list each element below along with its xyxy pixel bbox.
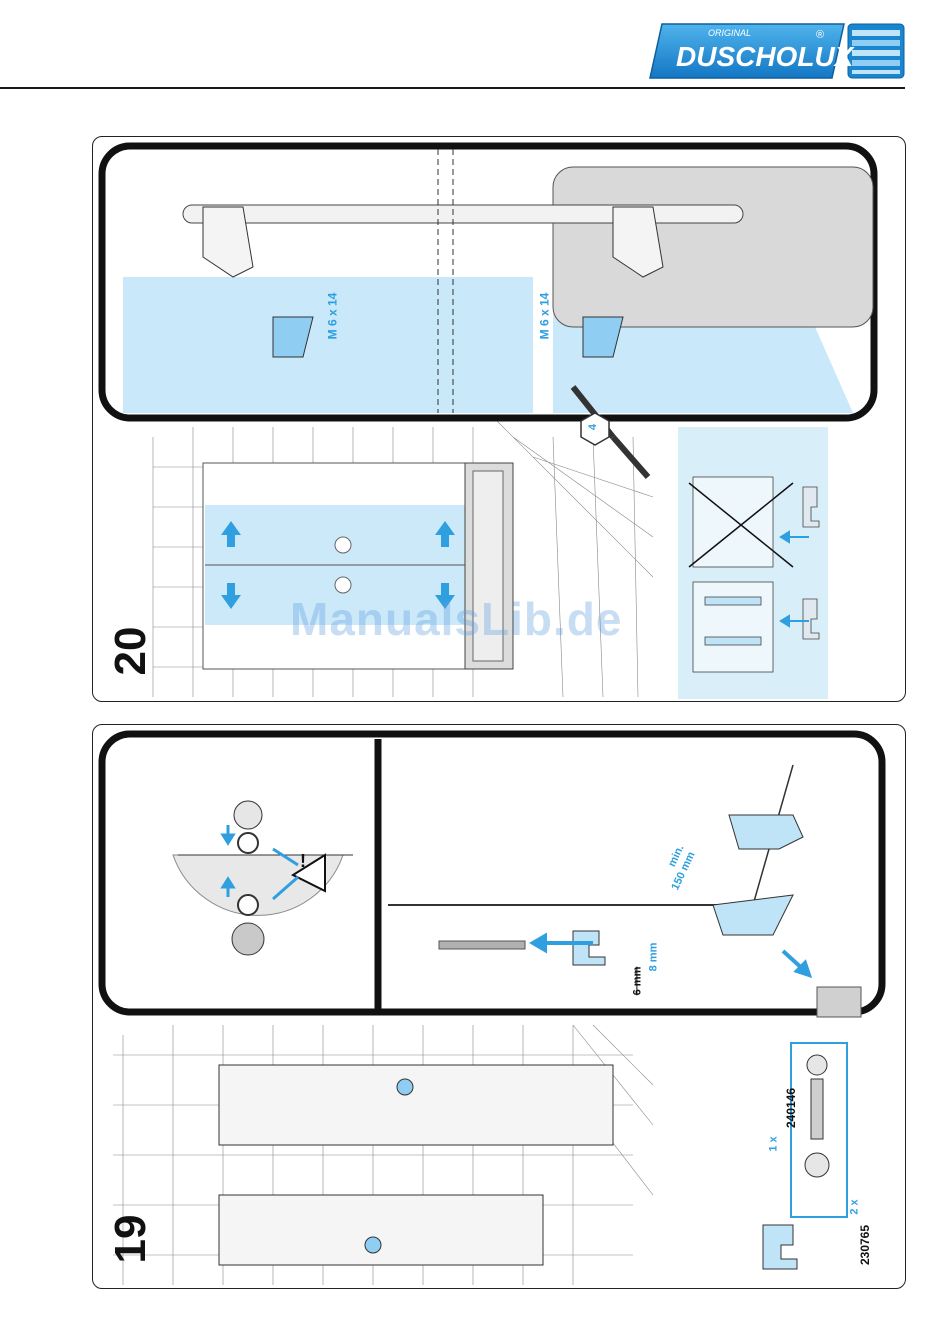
part2-quantity: 2 x bbox=[849, 1199, 861, 1214]
logo-brand-text: DUSCHOLUX bbox=[676, 41, 856, 72]
logo-registered-mark: ® bbox=[816, 29, 824, 41]
logo-small-text: ORIGINAL bbox=[708, 28, 751, 38]
part1-quantity: 1 x bbox=[768, 1136, 780, 1151]
step-19-panel: 19 ! min. 150 mm 8 mm 6 mm 1 x 240146 2 … bbox=[92, 724, 906, 1289]
profile-width-label: 8 mm bbox=[647, 943, 659, 972]
duscholux-logo: ORIGINAL DUSCHOLUX ® bbox=[648, 22, 906, 80]
part1-code: 240146 bbox=[784, 1088, 798, 1128]
part2-code: 230765 bbox=[858, 1225, 872, 1265]
header-rule bbox=[0, 87, 905, 89]
profile-wrong-width-label: 6 mm bbox=[631, 967, 643, 996]
watermark: ManualsLib.de bbox=[290, 592, 622, 646]
screw-size-label-left: M 6 x 14 bbox=[325, 293, 339, 340]
screw-size-label-right: M 6 x 14 bbox=[537, 293, 551, 340]
profile-clip-part-illustration bbox=[763, 1225, 797, 1269]
glass-wall-panels bbox=[219, 1065, 613, 1265]
step-number-20: 20 bbox=[109, 611, 153, 691]
warning-mark: ! bbox=[300, 851, 306, 872]
step-number-19: 19 bbox=[109, 1199, 153, 1279]
hex-key-size-label: 4 bbox=[587, 424, 599, 430]
